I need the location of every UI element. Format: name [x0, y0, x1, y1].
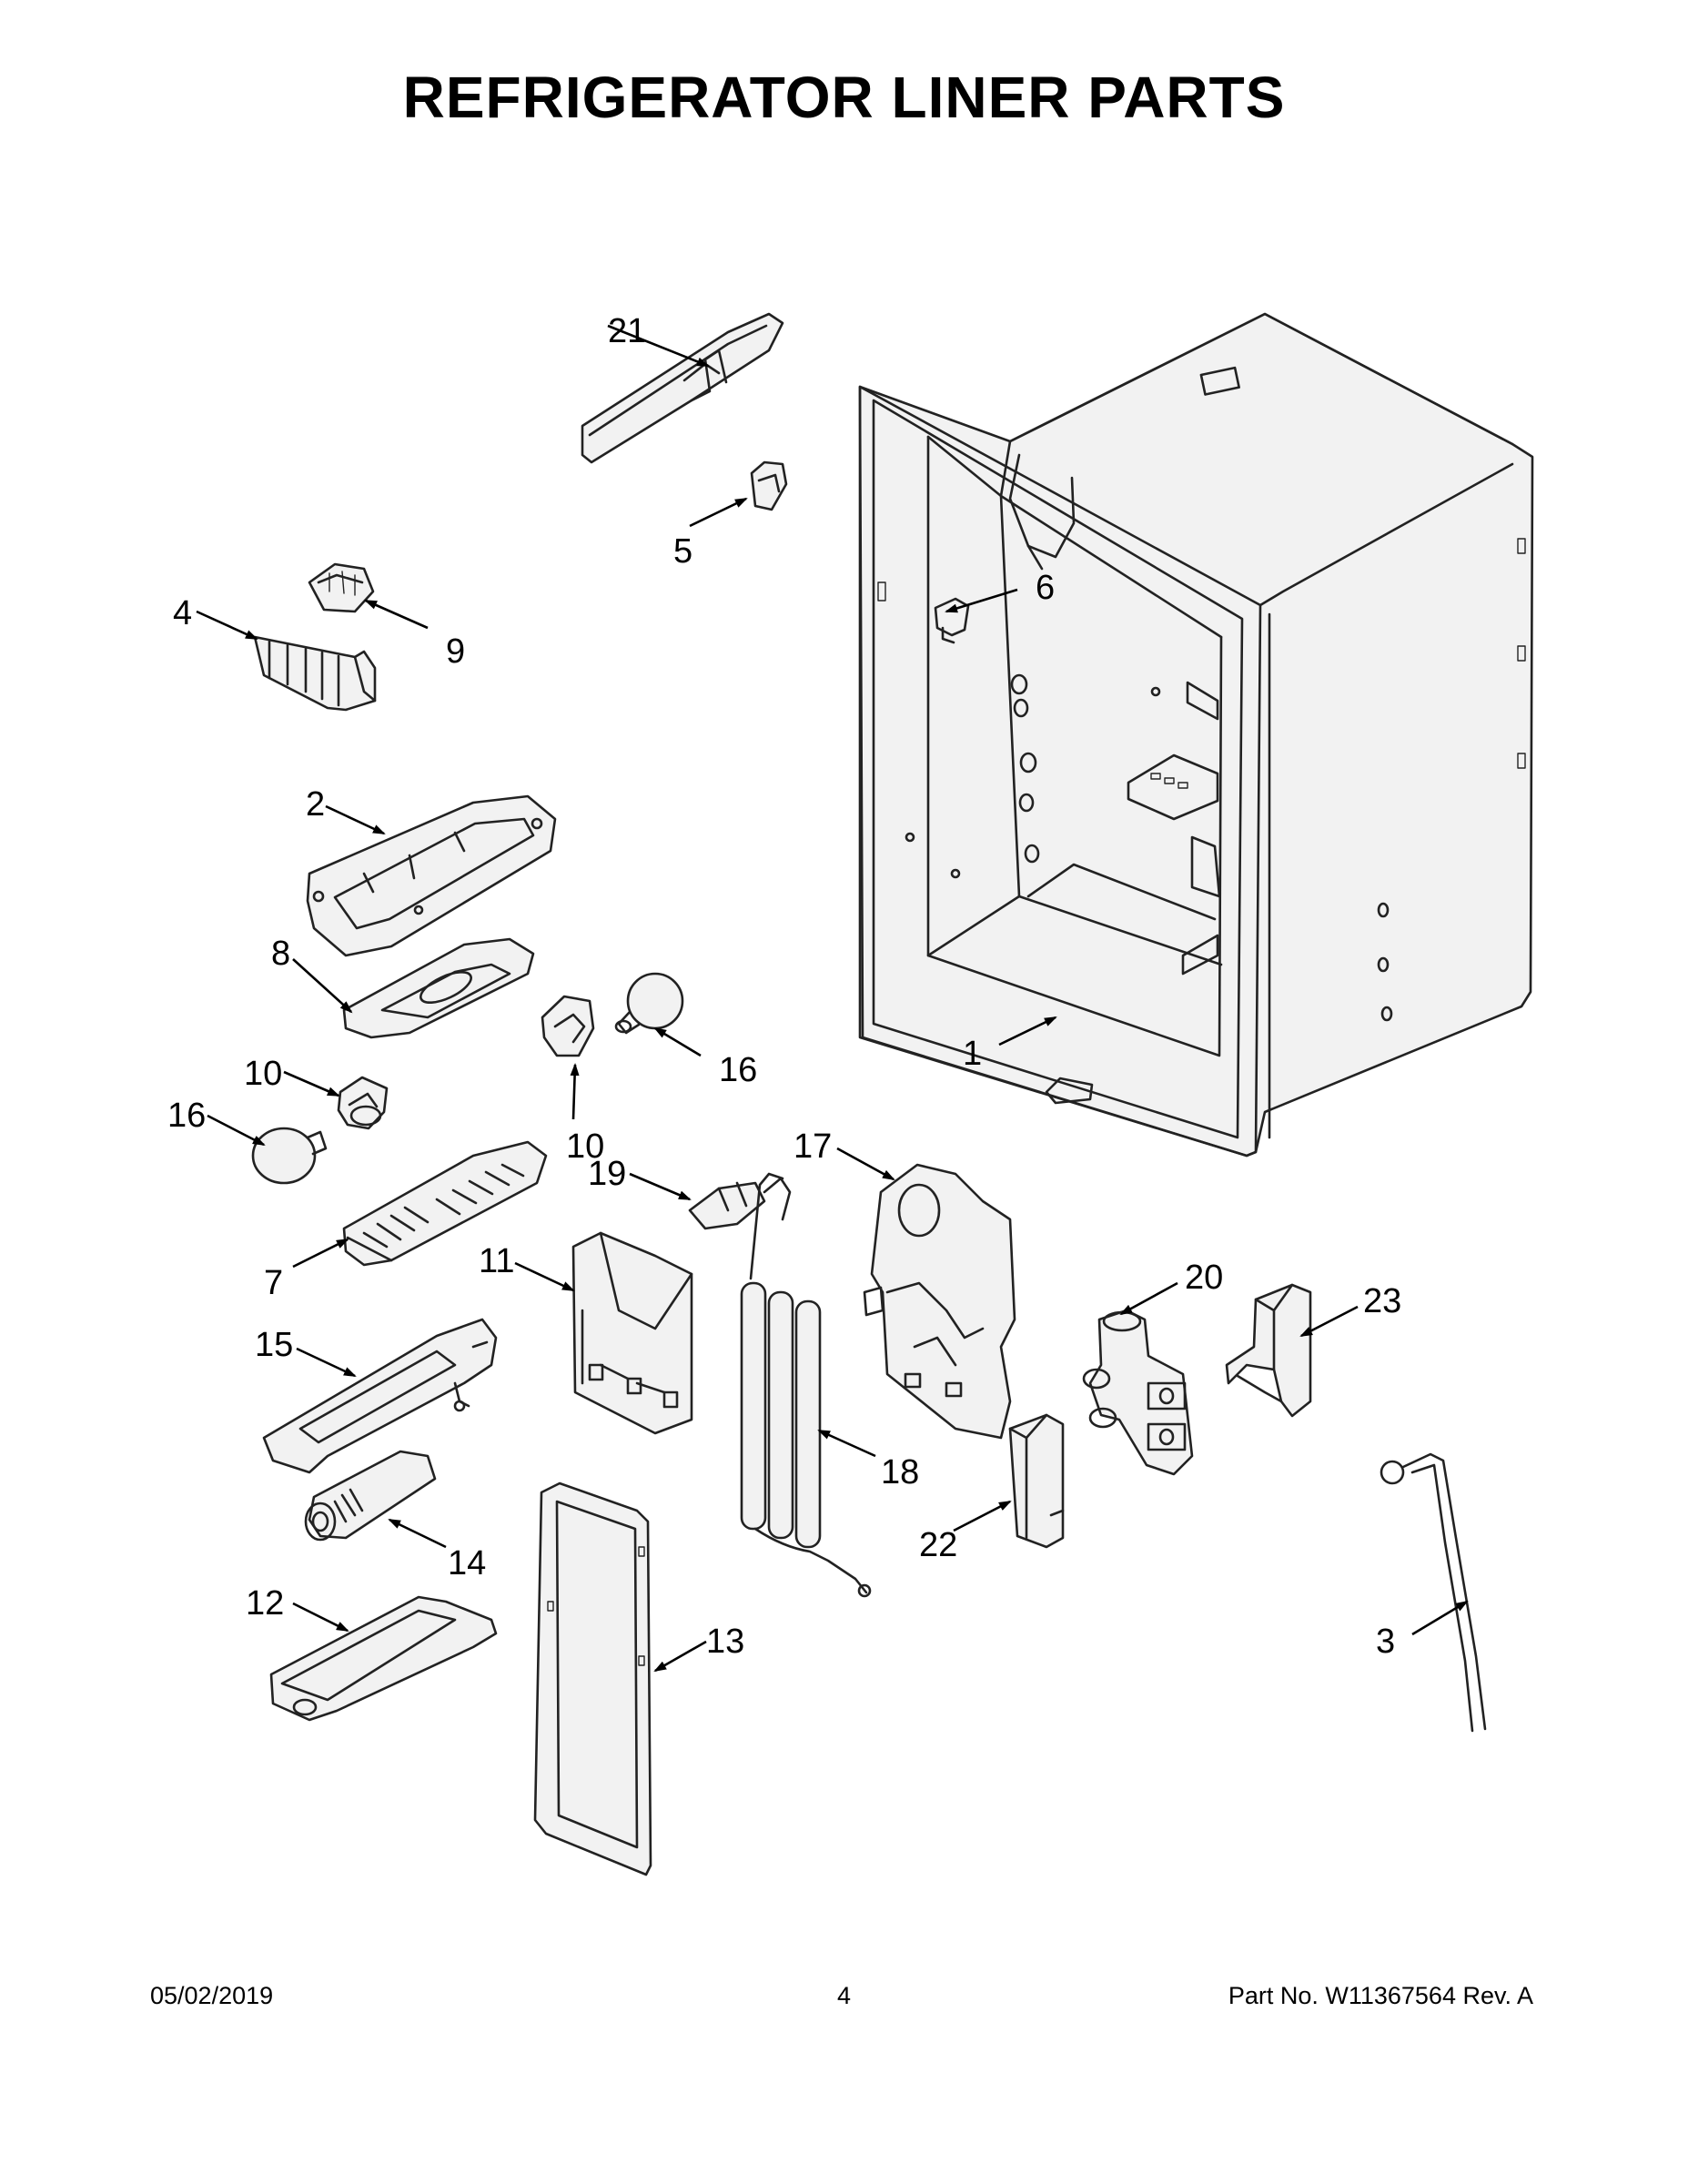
callout-leader-5 [689, 497, 748, 528]
callout-label-16b: 16 [167, 1097, 206, 1135]
callout-label-19: 19 [588, 1155, 626, 1193]
callout-label-4: 4 [173, 594, 192, 632]
callout-label-13: 13 [706, 1623, 744, 1661]
part-14-filter [304, 1450, 437, 1542]
footer-page-number: 4 [836, 1982, 852, 2009]
callout-label-8: 8 [271, 935, 290, 973]
part-17-bracket [863, 1163, 1016, 1440]
part-18-evaporator [740, 1172, 872, 1598]
callout-label-17: 17 [793, 1127, 832, 1166]
callout-leader-7 [292, 1238, 349, 1269]
callout-leader-6 [945, 588, 1018, 613]
part-5-clip [750, 460, 788, 511]
callout-label-12: 12 [246, 1584, 284, 1623]
callout-label-9: 9 [446, 632, 465, 671]
callout-label-21: 21 [608, 312, 646, 350]
callout-label-16a: 16 [719, 1051, 757, 1089]
callout-label-10a: 10 [566, 1127, 604, 1166]
callout-label-11: 11 [479, 1242, 514, 1280]
callout-label-14: 14 [448, 1544, 486, 1582]
part-16-bulb-left [251, 1127, 328, 1185]
part-21-air-duct [581, 312, 784, 464]
part-4-cover [253, 635, 377, 712]
part-1-liner [858, 312, 1534, 1158]
part-22-channel [1008, 1413, 1065, 1549]
callout-label-2: 2 [306, 785, 325, 824]
callout-leader-21 [607, 324, 710, 368]
callout-label-23: 23 [1363, 1282, 1401, 1320]
part-23-bracket [1225, 1283, 1312, 1418]
part-11-duct [571, 1231, 693, 1435]
callout-leader-16a [653, 1026, 702, 1057]
callout-leader-3 [1411, 1600, 1469, 1636]
callout-label-15: 15 [255, 1326, 293, 1364]
callout-leader-4 [196, 610, 258, 641]
part-10-socket-right [541, 995, 595, 1057]
part-7-grille [342, 1140, 548, 1267]
part-9-cam [308, 562, 375, 613]
callout-label-10b: 10 [244, 1055, 282, 1093]
callout-leader-20 [1119, 1281, 1178, 1316]
part-3-tube [1380, 1452, 1487, 1733]
callout-label-22: 22 [919, 1526, 957, 1564]
callout-label-5: 5 [673, 532, 692, 571]
part-13-panel [533, 1481, 652, 1876]
callout-leader-13 [653, 1640, 707, 1673]
part-12-tray [269, 1595, 498, 1722]
callout-label-18: 18 [881, 1453, 919, 1491]
footer-part-number: Part No. W11367564 Rev. A [1228, 1982, 1533, 2009]
callout-leader-14 [388, 1518, 447, 1549]
callout-leader-12 [292, 1602, 349, 1633]
callout-leader-1 [998, 1016, 1057, 1046]
callout-label-1: 1 [963, 1035, 982, 1073]
callout-label-3: 3 [1376, 1623, 1395, 1661]
part-19-sensor [688, 1177, 792, 1230]
callout-leader-16b [207, 1114, 266, 1147]
part-20-valve [1082, 1309, 1194, 1476]
part-16-bulb-right [614, 972, 684, 1035]
callout-leader-17 [836, 1147, 895, 1181]
part-15-filter-housing [262, 1318, 498, 1474]
callout-label-20: 20 [1185, 1259, 1223, 1297]
callout-label-7: 7 [264, 1264, 283, 1302]
callout-leader-8 [292, 958, 353, 1014]
page-title: REFRIGERATOR LINER PARTS [402, 65, 1286, 130]
callout-leader-10a [570, 1063, 580, 1120]
footer-date: 05/02/2019 [150, 1982, 274, 2009]
callout-leader-22 [953, 1500, 1012, 1532]
part-10-socket-left [337, 1076, 389, 1130]
callout-leader-9 [364, 599, 429, 630]
callout-label-6: 6 [1036, 569, 1055, 607]
callout-layer: 1234567891112131415171819202122231610101… [167, 312, 1469, 1673]
callout-leader-19 [629, 1172, 692, 1201]
callout-leader-15 [296, 1347, 357, 1378]
part-8-lens [342, 937, 535, 1039]
part-2-housing [306, 794, 557, 957]
callout-leader-23 [1299, 1305, 1359, 1338]
callout-leader-2 [325, 804, 386, 835]
callout-leader-11 [514, 1261, 575, 1292]
callout-leader-10b [283, 1070, 340, 1097]
callout-leader-18 [817, 1429, 876, 1458]
